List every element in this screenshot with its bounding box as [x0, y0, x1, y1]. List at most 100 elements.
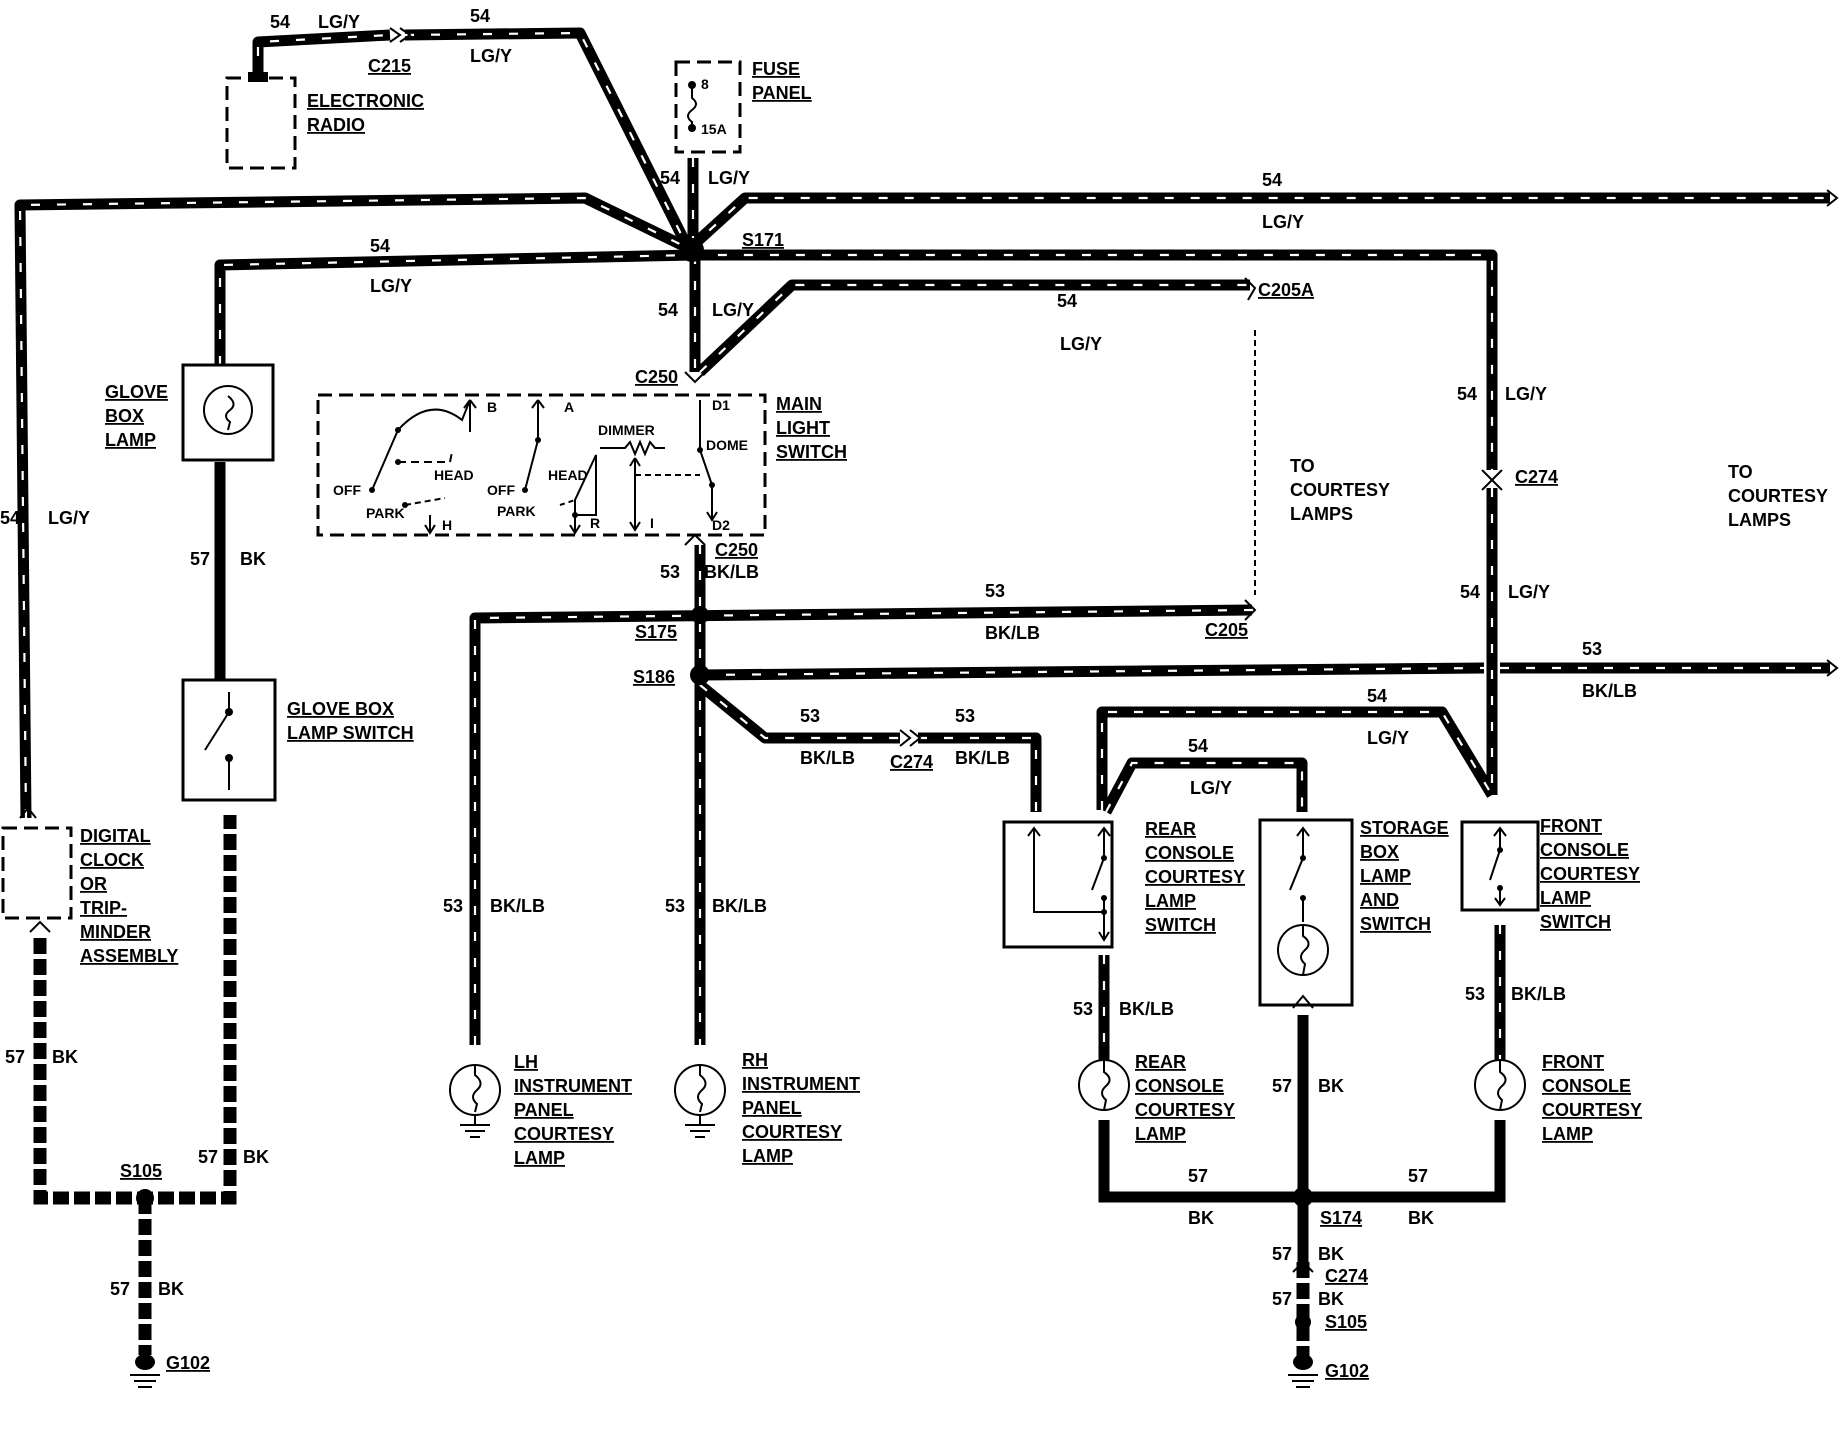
electronic-radio-box	[225, 76, 297, 170]
digital-clock-label-2: CLOCK	[80, 850, 144, 870]
rear-console-switch-label-4: LAMP	[1145, 891, 1196, 911]
switch-head-1: HEAD	[434, 467, 474, 483]
electronic-radio-label-1: ELECTRONIC	[307, 91, 424, 111]
glove-box-lamp-filament	[225, 395, 235, 431]
g102-label-left: G102	[166, 1353, 210, 1373]
s186-label: S186	[633, 667, 675, 687]
wire-color: LG/Y	[470, 46, 512, 66]
s105-splice-right	[1295, 1314, 1311, 1330]
storage-box-label-3: LAMP	[1360, 866, 1411, 886]
switch-terminal-a: A	[564, 399, 574, 415]
switch-terminal-r: R	[590, 515, 600, 531]
wire-color: LG/Y	[712, 300, 754, 320]
wire-color: LG/Y	[1262, 212, 1304, 232]
c205a-label: C205A	[1258, 280, 1314, 300]
wire-color: BK	[1318, 1289, 1344, 1309]
s175-splice	[691, 606, 709, 624]
switch-off-2: OFF	[487, 482, 515, 498]
glove-box-lamp-bulb	[203, 385, 253, 435]
rear-console-switch-box	[1002, 820, 1114, 949]
ground-g102-left	[130, 1354, 160, 1388]
wire-number: 53	[955, 706, 975, 726]
wire-number: 53	[1465, 984, 1485, 1004]
c274-label-right: C274	[1515, 467, 1558, 487]
wire-number: 54	[1367, 686, 1387, 706]
rear-console-switch-label-3: COURTESY	[1145, 867, 1245, 887]
wire-color: BK/LB	[1511, 984, 1566, 1004]
wire-color: BK	[1408, 1208, 1434, 1228]
digital-clock-label-5: MINDER	[80, 922, 151, 942]
wire-number: 53	[800, 706, 820, 726]
wire-number: 53	[1582, 639, 1602, 659]
wire-color: BK	[1188, 1208, 1214, 1228]
digital-clock-label-4: TRIP-	[80, 898, 127, 918]
wire-color: LG/Y	[708, 168, 750, 188]
wire-color: BK	[1318, 1244, 1344, 1264]
component-labels: ELECTRONIC RADIO FUSE PANEL 8 15A GLOVE …	[80, 59, 1828, 1168]
front-console-lamp-label-3: COURTESY	[1542, 1100, 1642, 1120]
digital-clock-label-1: DIGITAL	[80, 826, 151, 846]
wire-number: 57	[5, 1047, 25, 1067]
wire-number: 57	[1272, 1076, 1292, 1096]
s175-label: S175	[635, 622, 677, 642]
switch-terminal-i: I	[650, 515, 654, 531]
c205-label: C205	[1205, 620, 1248, 640]
wire-number: 54	[1057, 291, 1077, 311]
wire-number: 57	[1272, 1289, 1292, 1309]
connector-symbols	[19, 27, 1839, 1273]
front-console-switch-label-2: CONSOLE	[1540, 840, 1629, 860]
rear-console-lamp-label-4: LAMP	[1135, 1124, 1186, 1144]
c274-label-bottom: C274	[1325, 1266, 1368, 1286]
wire-color: BK/LB	[1119, 999, 1174, 1019]
fuse-element	[687, 85, 697, 128]
s105-label-right: S105	[1325, 1312, 1367, 1332]
wire-number: 54	[1460, 582, 1480, 602]
electronic-radio-label-2: RADIO	[307, 115, 365, 135]
wire-color: BK	[243, 1147, 269, 1167]
main-light-switch-box	[316, 393, 767, 537]
storage-box-label-4: AND	[1360, 890, 1399, 910]
wire-number: 53	[1073, 999, 1093, 1019]
main-light-switch-label-1: MAIN	[776, 394, 822, 414]
switch-terminal-b: B	[487, 399, 497, 415]
switch-park-1: PARK	[366, 505, 405, 521]
wire-color: BK/LB	[712, 896, 767, 916]
rear-console-courtesy-lamp	[1078, 1059, 1130, 1111]
front-console-switch-label-4: LAMP	[1540, 888, 1591, 908]
front-console-switch-label-5: SWITCH	[1540, 912, 1611, 932]
wire-color: LG/Y	[318, 12, 360, 32]
glove-box-lamp-label-3: LAMP	[105, 430, 156, 450]
to-courtesy-lamps-right-1: TO	[1728, 462, 1753, 482]
rear-console-lamp-label-2: CONSOLE	[1135, 1076, 1224, 1096]
wire-number: 57	[1408, 1166, 1428, 1186]
glove-box-lamp-switch-label-2: LAMP SWITCH	[287, 723, 414, 743]
wire-color: LG/Y	[1508, 582, 1550, 602]
front-console-lamp-label-2: CONSOLE	[1542, 1076, 1631, 1096]
storage-box-internals	[1277, 826, 1329, 1009]
to-courtesy-lamps-mid-3: LAMPS	[1290, 504, 1353, 524]
rear-console-switch-label-2: CONSOLE	[1145, 843, 1234, 863]
storage-box-lamp-box	[1258, 818, 1354, 1007]
storage-box-label-5: SWITCH	[1360, 914, 1431, 934]
wire-number: 54	[1457, 384, 1477, 404]
glove-box-switch-terminal	[225, 754, 233, 762]
wire-number: 53	[443, 896, 463, 916]
to-courtesy-lamps-right-3: LAMPS	[1728, 510, 1791, 530]
c250-label-bottom: C250	[715, 540, 758, 560]
front-console-switch-label-3: COURTESY	[1540, 864, 1640, 884]
wire-number: 54	[0, 508, 20, 528]
lh-lamp-label-4: COURTESY	[514, 1124, 614, 1144]
main-light-switch-internals	[369, 399, 718, 535]
c250-label-top: C250	[635, 367, 678, 387]
rh-lamp-label-4: COURTESY	[742, 1122, 842, 1142]
g102-label-right: G102	[1325, 1361, 1369, 1381]
digital-clock-label-6: ASSEMBLY	[80, 946, 178, 966]
glove-box-lamp-switch-label-1: GLOVE BOX	[287, 699, 394, 719]
front-console-lamp-label-4: LAMP	[1542, 1124, 1593, 1144]
wire-number: 53	[660, 562, 680, 582]
rear-console-lamp-label-1: REAR	[1135, 1052, 1186, 1072]
switch-off-1: OFF	[333, 482, 361, 498]
to-courtesy-lamps-mid-2: COURTESY	[1290, 480, 1390, 500]
rear-console-switch-label-5: SWITCH	[1145, 915, 1216, 935]
